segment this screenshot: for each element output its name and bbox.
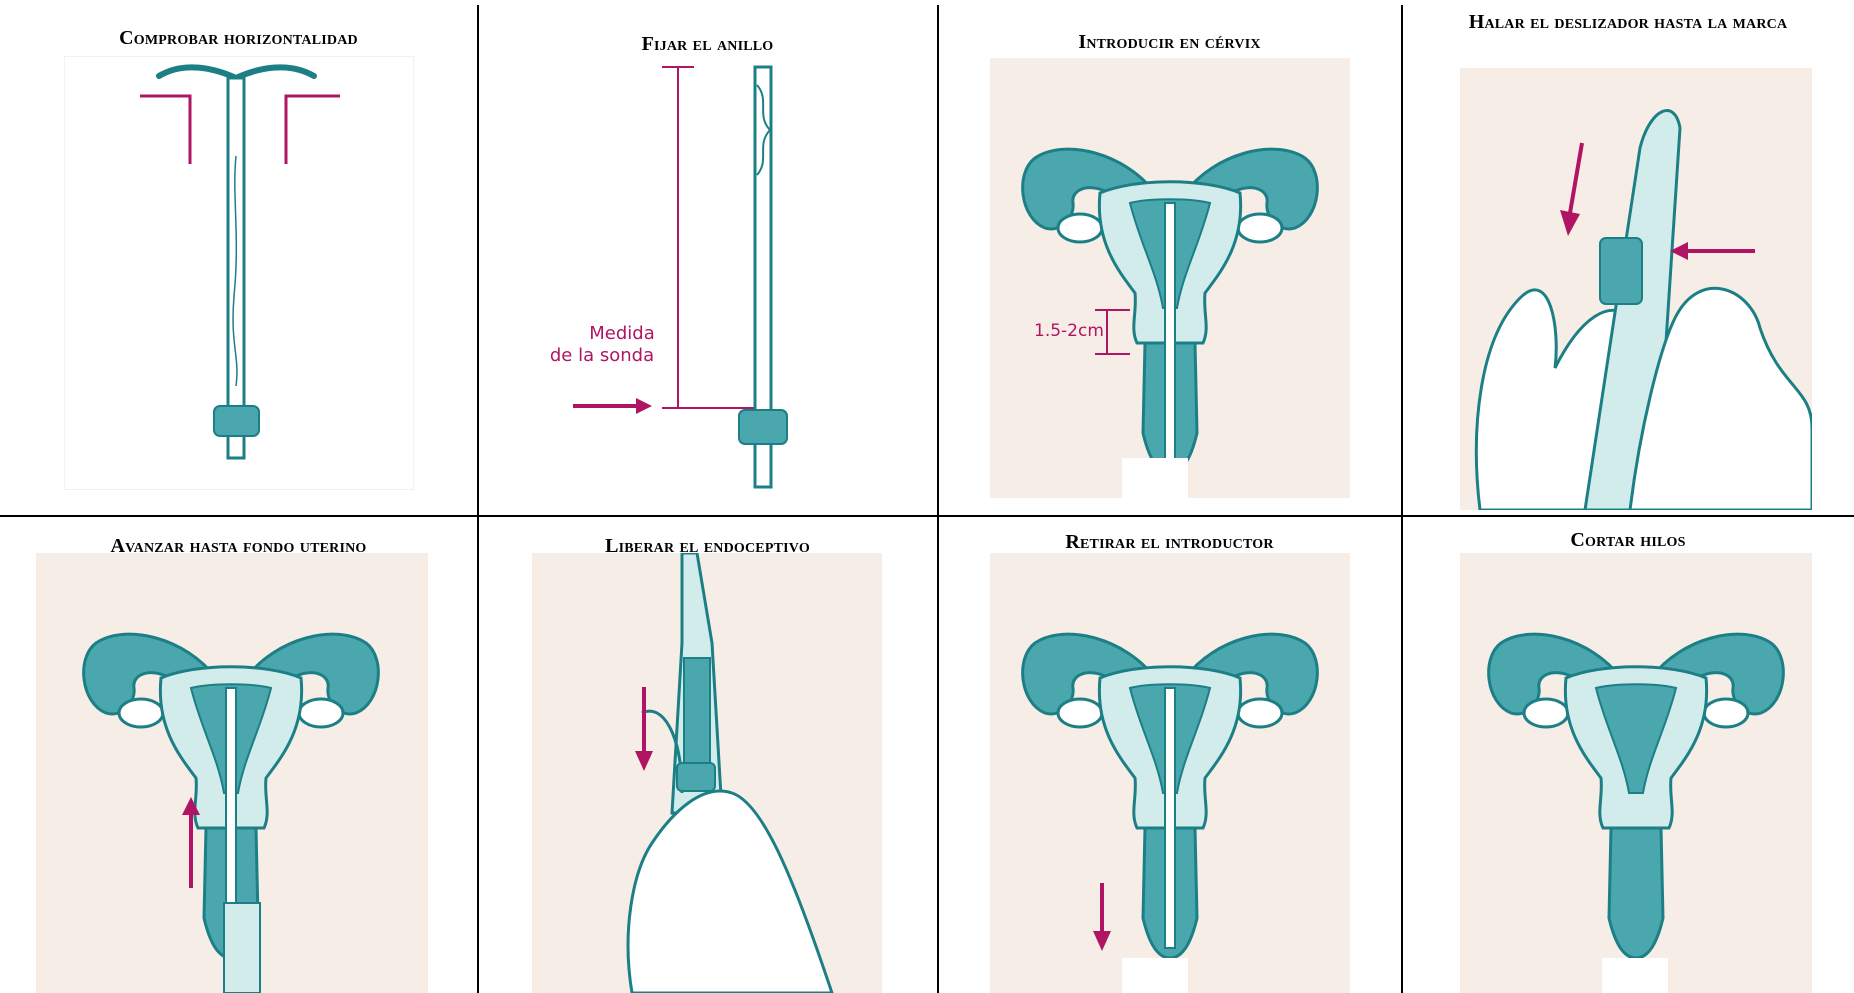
step-title-1: Comprobar horizontalidad [0,26,477,50]
advance-fundus-illustration [36,553,428,993]
iud-horizontal-illustration [64,56,414,490]
step-cell-1: Comprobar horizontalidad [0,0,477,515]
cut-threads-illustration [1460,553,1812,993]
step-title-2: Fijar el anillo [478,32,937,56]
step-cell-7: Retirar el introductor [938,517,1401,993]
probe-measure-label-line1: Medida [589,323,655,344]
step-cell-6: Liberar el endoceptivo [478,517,937,993]
probe-measure-illustration: Medida de la sonda [530,55,880,495]
withdraw-inserter-illustration [990,553,1350,993]
step-title-8: Cortar hilos [1402,528,1854,552]
step-cell-2: Fijar el anillo Medida de la sonda [478,0,937,515]
step-title-4: Halar el deslizador hasta la marca [1402,10,1854,34]
cervix-insertion-illustration: 1.5-2cm [990,58,1350,498]
step-cell-4: Halar el deslizador hasta la marca [1402,0,1854,515]
step-cell-8: Cortar hilos [1402,517,1854,993]
slider-pull-illustration [1460,68,1812,510]
depth-label: 1.5-2cm [1034,321,1104,341]
step-title-3: Introducir en cérvix [938,30,1401,54]
step-cell-5: Avanzar hasta fondo uterino [0,517,477,993]
probe-measure-label-line2: de la sonda [550,345,654,366]
step-cell-3: Introducir en cérvix 1.5-2cm [938,0,1401,515]
step-title-7: Retirar el introductor [938,530,1401,554]
release-device-illustration [532,553,882,993]
